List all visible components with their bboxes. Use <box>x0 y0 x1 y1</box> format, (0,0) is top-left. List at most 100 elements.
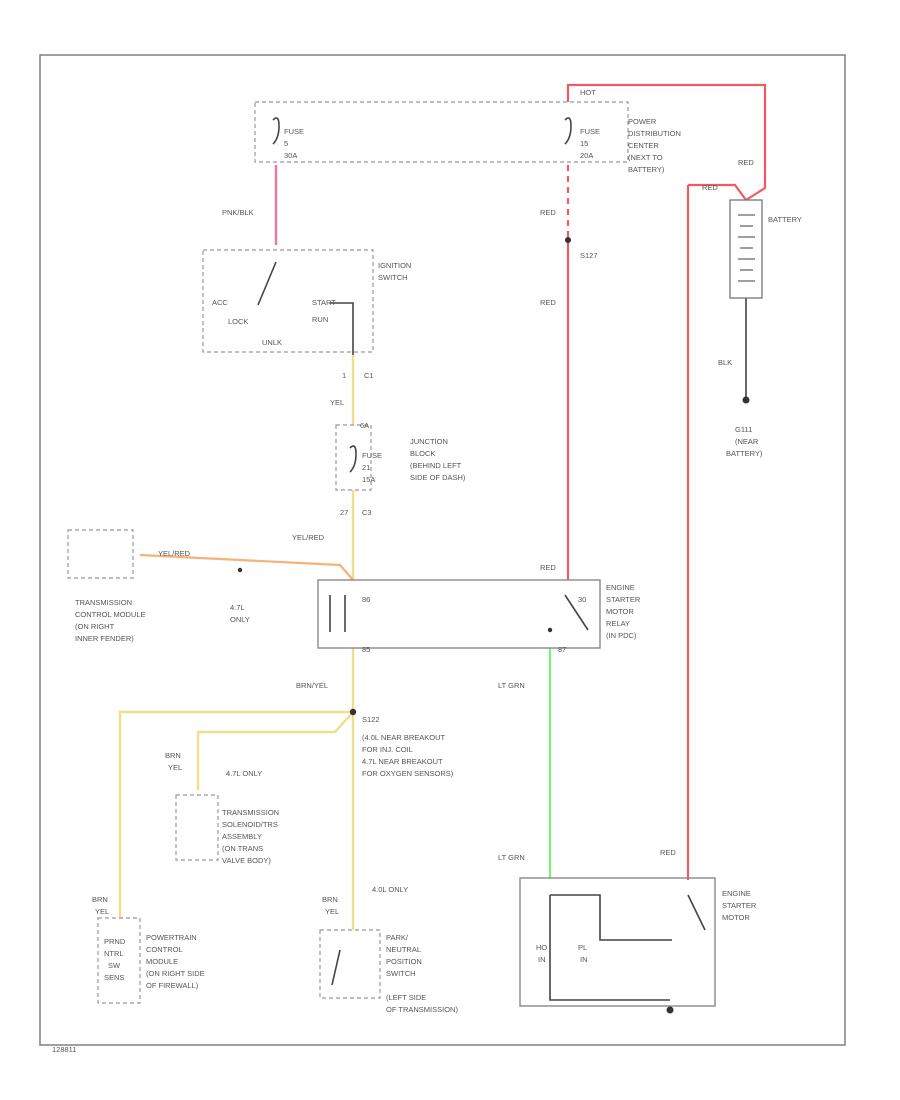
label-s122: S122 <box>362 715 380 724</box>
label-ignition-2: SWITCH <box>378 273 408 282</box>
label-c3: C3 <box>362 508 372 517</box>
label-relay-1: ENGINE <box>606 583 635 592</box>
label-sm-pull-1: PL <box>578 943 587 952</box>
label-brn-b: BRN <box>92 895 108 904</box>
label-yel: YEL <box>330 398 344 407</box>
relay-contact <box>564 594 589 631</box>
ignition-switch-box <box>202 249 374 353</box>
label-4tl-1: 4.7L <box>230 603 245 612</box>
label-40l-only: 4.0L ONLY <box>372 885 408 894</box>
label-relay-5: (IN PDC) <box>606 631 637 640</box>
pnp-contact <box>331 949 341 986</box>
splice-s122 <box>349 708 357 716</box>
fuse-15-symbol <box>564 117 572 145</box>
relay-coil <box>329 595 346 632</box>
label-red-c: RED <box>702 183 718 192</box>
label-lock: LOCK <box>228 317 248 326</box>
label-jb-3: (BEHIND LEFT <box>410 461 462 470</box>
label-pnp-2: NEUTRAL <box>386 945 421 954</box>
label-relay-3: MOTOR <box>606 607 634 616</box>
label-fuse-b-3: 20A <box>580 151 593 160</box>
junction-block-box <box>335 424 372 491</box>
label-lt-grn-b: LT GRN <box>498 853 525 862</box>
label-pdc-2: DISTRIBUTION <box>628 129 681 138</box>
label-jb-2: BLOCK <box>410 449 435 458</box>
label-relay-pin-86: 86 <box>362 595 370 604</box>
starter-solenoid <box>549 894 706 1001</box>
label-tsa-3: ASSEMBLY <box>222 832 262 841</box>
starter-motor-box <box>519 877 716 1007</box>
label-c1: C1 <box>364 371 374 380</box>
battery-body <box>729 199 763 299</box>
label-red-e: RED <box>540 563 556 572</box>
fuse-5-symbol <box>272 117 280 145</box>
label-red-f: RED <box>660 848 676 857</box>
label-fuse-a-3: 30A <box>284 151 297 160</box>
label-red-a: RED <box>540 208 556 217</box>
label-yel-b: YEL <box>95 907 109 916</box>
pdc-box <box>254 101 629 163</box>
label-fuse-b-2: 15 <box>580 139 588 148</box>
label-run: RUN <box>312 315 328 324</box>
label-tcm-2: CONTROL MODULE <box>75 610 146 619</box>
diagram-frame <box>39 54 846 1046</box>
label-4tl-2: ONLY <box>230 615 250 624</box>
label-pcm-in-1: PRND <box>104 937 126 946</box>
label-tsa-2: SOLENOID/TRS <box>222 820 278 829</box>
splice-s127 <box>565 237 571 243</box>
wire-orange-tcm <box>139 553 354 581</box>
wire-yellow-pcm <box>118 710 353 918</box>
wire-yellow-tsa <box>196 711 354 790</box>
label-g111-1: G111 <box>735 425 752 434</box>
label-s122-2: FOR INJ. COIL <box>362 745 413 754</box>
label-brn-yel: BRN/YEL <box>296 681 328 690</box>
label-yel-red-b: YEL/RED <box>158 549 191 558</box>
label-47l-only: 4.7L ONLY <box>226 769 262 778</box>
label-jb-1: JUNCTION <box>410 437 448 446</box>
label-c1-pin: 1 <box>342 371 346 380</box>
label-pcm-in-2: NTRL <box>104 949 124 958</box>
label-c3-pin: 27 <box>340 508 348 517</box>
label-sm-1: ENGINE <box>722 889 751 898</box>
wire-red-hot-bus <box>566 83 767 201</box>
label-pdc-1: POWER <box>628 117 657 126</box>
label-unlk: UNLK <box>262 338 282 347</box>
label-pnk-blk: PNK/BLK <box>222 208 254 217</box>
label-s122-3: 4.7L NEAR BREAKOUT <box>362 757 443 766</box>
label-tcm-4: INNER FENDER) <box>75 634 134 643</box>
label-jb-6a: 6A <box>360 421 369 430</box>
tsa-box <box>175 794 219 861</box>
wire-red-battery <box>688 183 747 201</box>
label-pcm-4: (ON RIGHT SIDE <box>146 969 205 978</box>
label-jb-fuse-1: FUSE <box>362 451 382 460</box>
label-jb-4: SIDE OF DASH) <box>410 473 466 482</box>
diagram-id: 128811 <box>52 1045 76 1054</box>
pcm-box <box>97 917 141 1004</box>
label-pnp-1: PARK/ <box>386 933 409 942</box>
label-start: START <box>312 298 336 307</box>
label-g111-3: BATTERY) <box>726 449 763 458</box>
label-sm-pull-2: IN <box>580 955 588 964</box>
label-sm-hold-2: IN <box>538 955 546 964</box>
label-sm-3: MOTOR <box>722 913 750 922</box>
label-red-b: RED <box>738 158 754 167</box>
pin-dot-1 <box>547 627 553 633</box>
label-yel-red-a: YEL/RED <box>292 533 325 542</box>
label-pnp-4: SWITCH <box>386 969 416 978</box>
label-tsa-4: (ON TRANS <box>222 844 263 853</box>
label-s122-1: (4.0L NEAR BREAKOUT <box>362 733 445 742</box>
pin-dot-2 <box>237 567 243 573</box>
label-blk: BLK <box>718 358 732 367</box>
label-tcm-1: TRANSMISSION <box>75 598 132 607</box>
label-brn-c: BRN <box>322 895 338 904</box>
label-relay-4: RELAY <box>606 619 630 628</box>
ground-starter <box>666 1006 674 1014</box>
label-pdc-4: (NEXT TO <box>628 153 663 162</box>
label-jb-fuse-3: 15A <box>362 475 375 484</box>
label-relay-pin-30: 30 <box>578 595 586 604</box>
label-acc: ACC <box>212 298 228 307</box>
label-tsa-1: TRANSMISSION <box>222 808 279 817</box>
label-pcm-2: CONTROL <box>146 945 183 954</box>
label-pnp-5: (LEFT SIDE <box>386 993 426 1002</box>
label-jb-fuse-2: 21 <box>362 463 370 472</box>
